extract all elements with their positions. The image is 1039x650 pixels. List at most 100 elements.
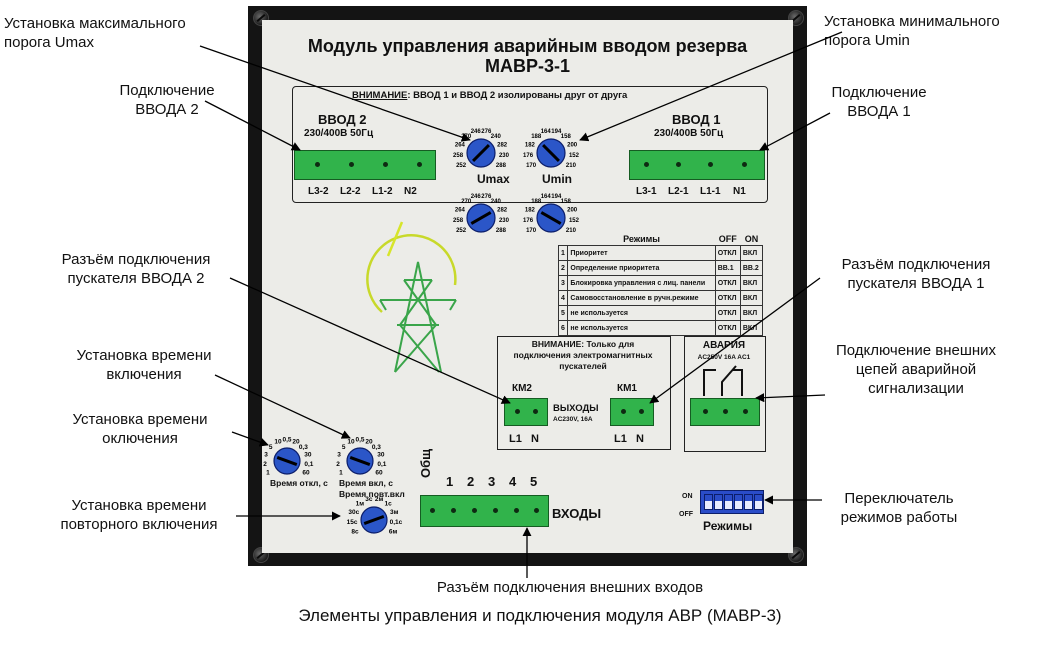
dial-scale-label: 30	[304, 452, 312, 459]
dial-scale-label: 30с	[348, 509, 359, 516]
dial-scale-label: 276	[481, 129, 492, 135]
dial-scale-label: 1	[339, 470, 343, 477]
outputs-title: ВЫХОДЫ	[553, 403, 599, 414]
dial-scale-label: 10	[347, 438, 355, 445]
dial-scale-label: 252	[456, 228, 467, 234]
modes-off-header: OFF	[718, 234, 737, 244]
term-label: L1-2	[372, 186, 393, 197]
dial-scale-label: 270	[461, 199, 472, 205]
dial-scale-label: 164	[541, 194, 552, 200]
dial-scale-label: 60	[375, 470, 383, 477]
reclose-label: Время повт.вкл	[339, 489, 405, 499]
dial-scale-label: 3с	[365, 496, 373, 503]
dial-scale-label: 240	[491, 199, 502, 205]
power-tower-logo	[366, 221, 457, 313]
outputs-spec: AC230V, 16A	[553, 416, 593, 423]
dial-scale-label: 182	[525, 207, 536, 213]
dial-scale-label: 194	[551, 194, 562, 200]
dial-scale-label: 0,1	[377, 461, 386, 468]
dial-scale-label: 194	[551, 129, 562, 135]
dial-scale-label: 0,1с	[390, 519, 403, 526]
km2-terminal[interactable]	[504, 398, 548, 426]
dial-scale-label: 15с	[347, 519, 358, 526]
dial-scale-label: 210	[566, 163, 577, 169]
dial-scale-label: 170	[526, 228, 537, 234]
dial-scale-label: 2	[336, 461, 340, 468]
input-number: 2	[467, 474, 475, 489]
dial-scale-label: 2м	[375, 496, 384, 503]
input2-title: ВВОД 2	[318, 112, 367, 127]
term-label: L3-2	[308, 186, 329, 197]
input-number: 5	[530, 474, 538, 489]
dial-scale-label: 5	[269, 444, 273, 451]
warning-prefix: ВНИМАНИЕ	[352, 90, 408, 101]
dial-scale-label: 3	[337, 452, 341, 459]
dial-scale-label: 210	[566, 228, 577, 234]
term-label: L3-1	[636, 186, 657, 197]
dial-scale-label: 282	[497, 142, 508, 148]
term-label: N	[531, 433, 539, 445]
dial-scale-label: 252	[456, 163, 467, 169]
dial-scale-label: 264	[455, 207, 466, 213]
dip-on-label: ON	[682, 493, 693, 500]
input1-title: ВВОД 1	[672, 112, 721, 127]
dial-scale-label: 164	[541, 129, 552, 135]
dial-scale-label: 2	[263, 461, 267, 468]
dial-scale-label: 158	[561, 134, 572, 140]
input1-terminal[interactable]	[629, 150, 765, 180]
mode-dip-switch[interactable]	[700, 490, 764, 514]
km1-terminal[interactable]	[610, 398, 654, 426]
term-label: N	[636, 433, 644, 445]
dial-scale-label: 0,3	[299, 444, 308, 451]
dial-scale-label: 258	[453, 153, 464, 159]
ext-inputs-terminal[interactable]	[420, 495, 549, 527]
inputs-label: ВХОДЫ	[552, 506, 602, 521]
input-number: 3	[488, 474, 496, 489]
dial-scale-label: 176	[523, 153, 534, 159]
alarm-spec: AC250V 16A AC1	[697, 354, 751, 361]
dial-scale-label: 0,3	[372, 444, 381, 451]
dial-scale-label: 246	[471, 129, 482, 135]
dial-scale-label: 0,5	[282, 437, 291, 444]
term-label: L2-2	[340, 186, 361, 197]
term-label: L1	[509, 433, 522, 445]
term-label: L1	[614, 433, 627, 445]
term-label: N2	[404, 186, 417, 197]
input2-terminal[interactable]	[294, 150, 436, 180]
isolation-warning: ВНИМАНИЕ: ВВОД 1 и ВВОД 2 изолированы др…	[352, 90, 627, 101]
dip-off-label: OFF	[679, 511, 693, 518]
figure-caption: Элементы управления и подключения модуля…	[298, 606, 782, 625]
relay-contact-icon	[703, 365, 743, 396]
dial-scale-label: 176	[523, 218, 534, 224]
modes-on-header: ON	[744, 234, 759, 244]
dial-scale-label: 3	[264, 452, 268, 459]
dial-scale-label: 5	[342, 444, 346, 451]
dial-scale-label: 170	[526, 163, 537, 169]
modes-title: Режимы	[623, 234, 660, 244]
dial-scale-label: 230	[499, 153, 510, 159]
alarm-terminal[interactable]	[690, 398, 760, 426]
dial-scale-label: 200	[567, 207, 578, 213]
panel-title: Модуль управления аварийным вводом резер…	[307, 36, 748, 56]
